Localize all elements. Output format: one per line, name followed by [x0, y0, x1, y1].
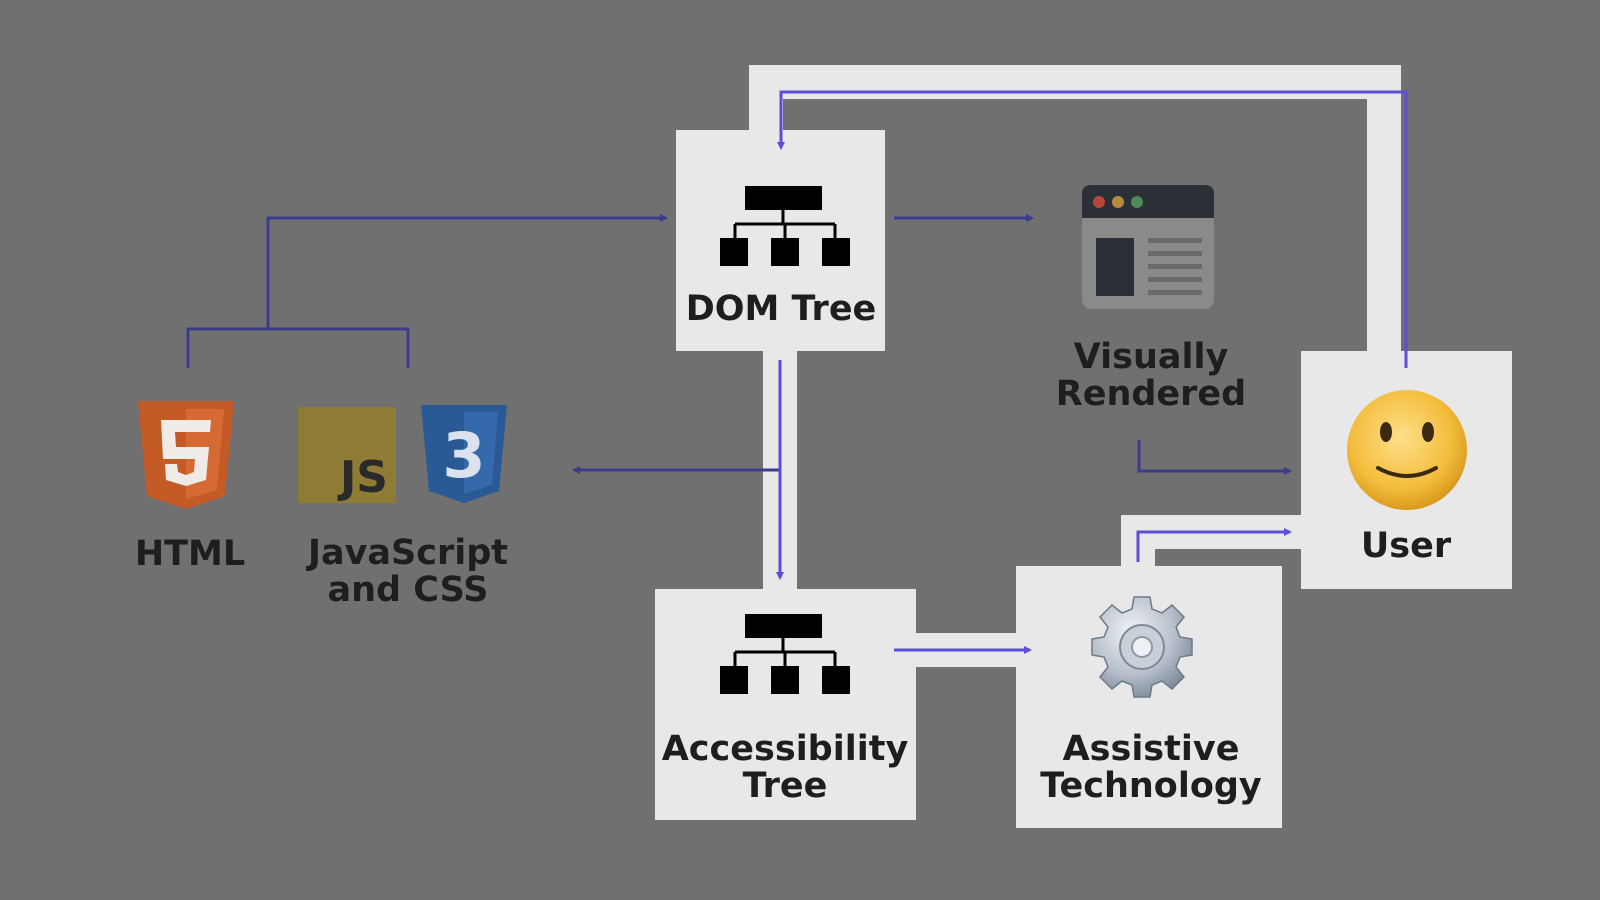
- gear-icon: [1091, 596, 1193, 698]
- accessibility-tree-label-line2: Tree: [743, 766, 828, 806]
- html5-icon: [138, 401, 234, 509]
- browser-window-icon: [1082, 185, 1214, 309]
- assistive-technology-label-line2: Technology: [1040, 766, 1262, 806]
- dom-tree-label: DOM Tree: [686, 289, 877, 329]
- css3-icon: 3: [421, 405, 507, 503]
- user-label: User: [1361, 526, 1452, 566]
- channel-assistive-to-user: [1121, 515, 1310, 570]
- visually-rendered-label-line2: Rendered: [1056, 374, 1246, 414]
- sitemap-icon: [720, 614, 850, 694]
- channel-user-to-dom: [749, 65, 1401, 360]
- arrow-sources-to-dom: [186, 214, 668, 368]
- javascript-icon: JS: [298, 407, 396, 503]
- visually-rendered-label-line1: Visually: [1074, 337, 1229, 377]
- accessibility-tree-label-line1: Accessibility: [662, 729, 909, 769]
- css-badge-text: 3: [442, 419, 485, 492]
- html-label: HTML: [135, 534, 245, 574]
- js-badge-text: JS: [337, 452, 388, 503]
- sitemap-icon: [720, 186, 850, 266]
- arrow-user-to-dom: [777, 90, 1408, 368]
- arrow-assistive-to-user: [1136, 528, 1292, 562]
- arrow-rendered-to-user: [1137, 440, 1292, 475]
- js-css-label-line2: and CSS: [328, 570, 489, 610]
- smiley-face-icon: [1347, 390, 1467, 510]
- js-css-label-line1: JavaScript: [306, 533, 508, 573]
- assistive-technology-label-line1: Assistive: [1063, 729, 1240, 769]
